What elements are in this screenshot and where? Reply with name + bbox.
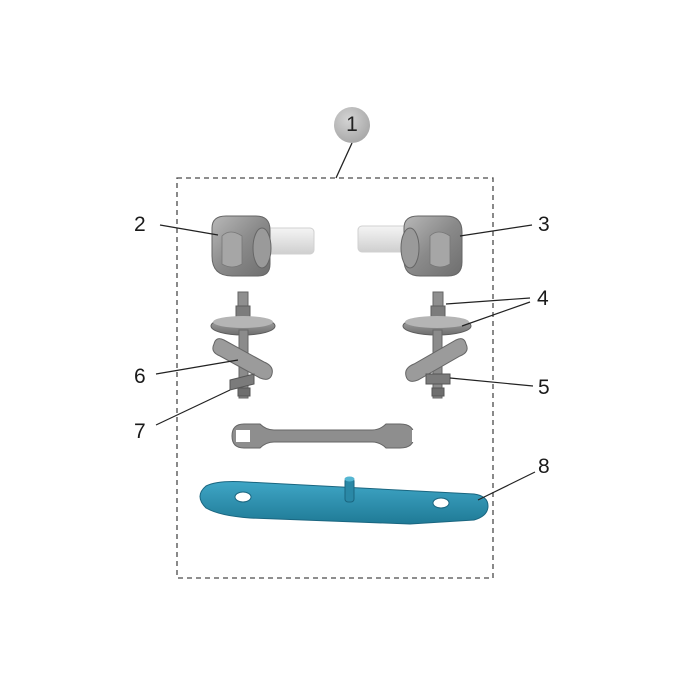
leader-4a xyxy=(445,297,531,305)
leader-2 xyxy=(159,224,219,236)
leader-7 xyxy=(155,389,231,426)
callout-4: 4 xyxy=(537,287,549,310)
mounting-plate-part xyxy=(199,476,489,525)
right-hinge-part xyxy=(357,215,463,277)
leader-3 xyxy=(459,224,533,237)
leader-8 xyxy=(477,471,536,501)
left-bolt-assembly xyxy=(210,291,276,399)
callout-8: 8 xyxy=(538,455,550,478)
callout-7: 7 xyxy=(134,420,146,443)
leader-lines xyxy=(155,224,536,501)
leader-4b xyxy=(461,301,531,327)
callout-1: 1 xyxy=(334,107,370,143)
right-bolt-assembly xyxy=(402,291,472,399)
callout-6: 6 xyxy=(134,365,146,388)
leader-5 xyxy=(449,377,534,387)
callout-3: 3 xyxy=(538,213,550,236)
callout-2: 2 xyxy=(134,213,146,236)
left-hinge-part xyxy=(211,215,315,277)
kit-outline xyxy=(176,177,494,579)
leader-1 xyxy=(335,142,353,179)
wrench-tool xyxy=(231,423,424,449)
leader-6 xyxy=(155,359,239,375)
callout-5: 5 xyxy=(538,376,550,399)
